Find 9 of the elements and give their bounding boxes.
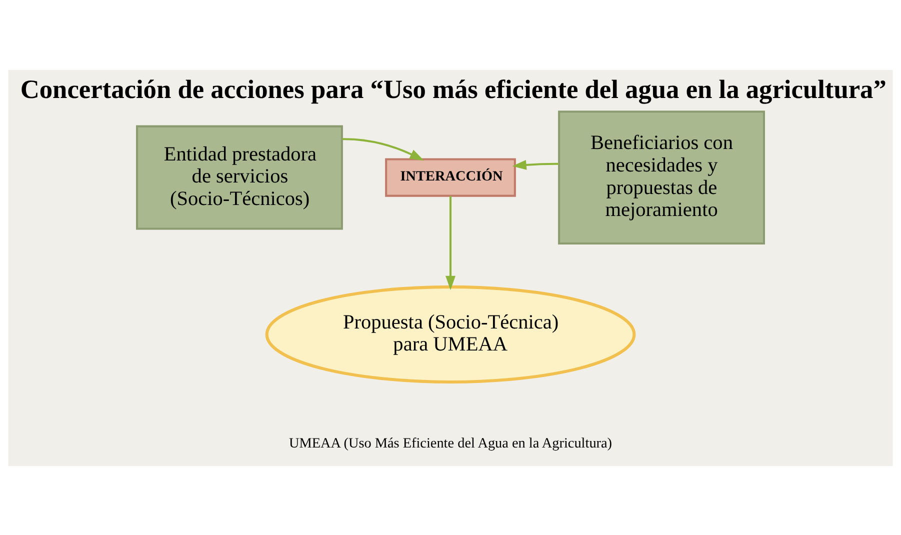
node-box: INTERACCIÓN	[385, 158, 516, 196]
node-box: Entidad prestadora de servicios (Socio-Técnicos)	[136, 124, 343, 230]
arrow	[342, 138, 424, 160]
arrow	[512, 159, 559, 170]
diagram-title: Concertación de acciones para “Uso más eficiente del agua en la agricultura”	[20, 74, 886, 104]
caption: UMEAA (Uso Más Eficiente del Agua en la Agricultura)	[288, 434, 612, 451]
node-box: Beneficiarios con necesidades y propuestas de mejoramiento	[558, 110, 765, 244]
arrow	[446, 196, 456, 290]
node-ellipse: Propuesta (Socio-Técnica) para UMEAA	[265, 284, 636, 383]
